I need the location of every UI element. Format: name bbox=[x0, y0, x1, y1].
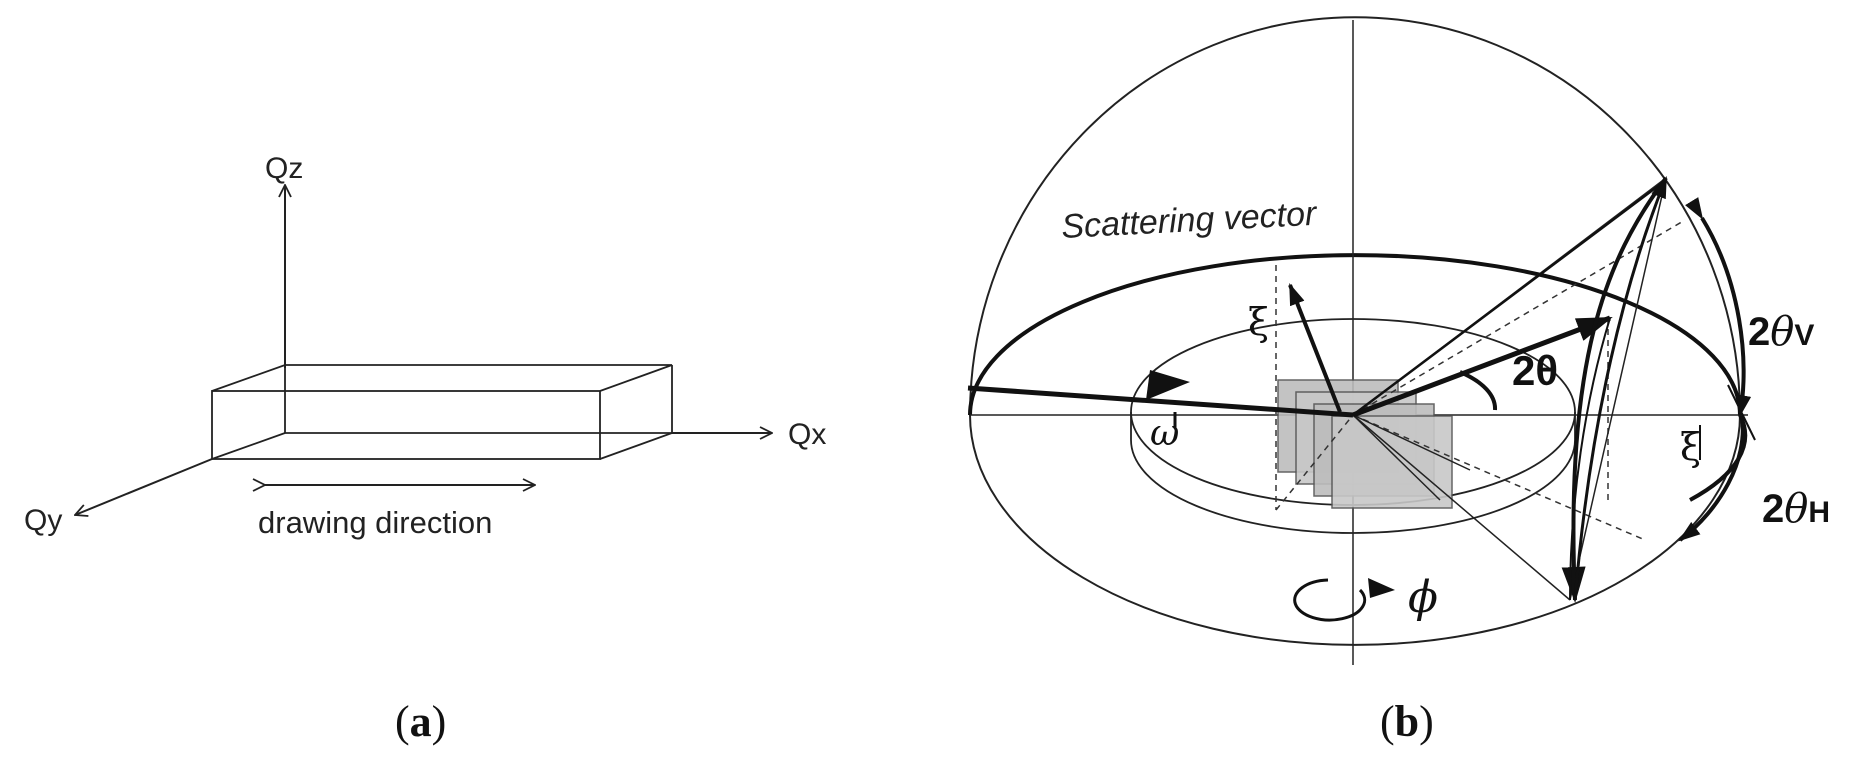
phi-arrowhead bbox=[1368, 578, 1395, 598]
phi-label: ϕ bbox=[1408, 572, 1438, 623]
two-theta-label: 2θ bbox=[1512, 347, 1558, 394]
two-theta-h-label: 2θH bbox=[1762, 486, 1830, 532]
upper-arc bbox=[1573, 175, 1668, 601]
thin-vectors bbox=[1352, 177, 1667, 601]
film-box bbox=[211, 364, 673, 460]
xi-vector bbox=[1288, 282, 1342, 413]
two-theta-angle-arc bbox=[1459, 370, 1498, 411]
panel-b: Scattering vector ξ ω 2θ ξ 2θV 2θH ϕ (b) bbox=[967, 16, 1830, 746]
hemisphere-outline bbox=[968, 16, 1742, 646]
panel-a: Qz Qx Qy drawing direction (a) bbox=[24, 152, 826, 746]
two-theta-v-arc bbox=[1685, 197, 1752, 418]
qz-label: Qz bbox=[265, 152, 303, 185]
drawing-direction-label: drawing direction bbox=[258, 505, 492, 540]
tick-right-1 bbox=[1727, 384, 1756, 441]
caption-a: (a) bbox=[395, 697, 446, 746]
xi-top-label: ξ bbox=[1248, 300, 1269, 344]
two-theta-v-label: 2θV bbox=[1748, 309, 1814, 355]
incident-beam-arrowhead bbox=[1146, 370, 1190, 400]
phi-rotation-arrow bbox=[1293, 578, 1367, 622]
incident-beam bbox=[967, 385, 1354, 418]
qx-label: Qx bbox=[788, 418, 826, 451]
qy-label: Qy bbox=[24, 504, 62, 537]
caption-b: (b) bbox=[1380, 697, 1434, 746]
qy-axis bbox=[75, 458, 213, 515]
upper-beam bbox=[1352, 179, 1667, 416]
sample-plates bbox=[1277, 379, 1453, 509]
xi-right-label: ξ bbox=[1680, 425, 1701, 469]
two-theta-h-arc bbox=[1678, 417, 1745, 542]
meridian-arc-2 bbox=[1569, 317, 1611, 601]
scattering-vector-label: Scattering vector bbox=[1060, 195, 1318, 246]
diffracted-beam bbox=[1352, 315, 1613, 418]
omega-label: ω bbox=[1150, 413, 1179, 454]
